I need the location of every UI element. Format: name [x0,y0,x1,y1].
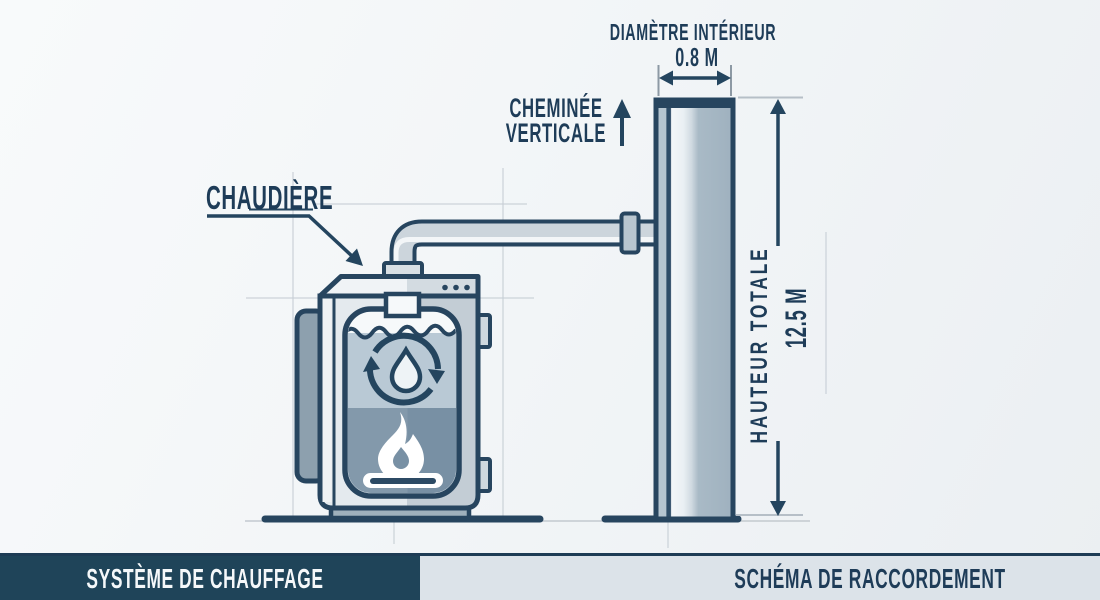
diameter-arrow-icon [659,70,673,86]
recycle-arrowhead [363,356,380,372]
diameter-arrow-icon [717,70,731,86]
height-dimension [736,96,803,516]
height-caption: HAUTEUR TOTALE [746,246,773,444]
chimney-label-line1: CHEMINÉE [509,93,603,123]
footer-right-title: SCHÉMA DE RACCORDEMENT [734,563,1006,594]
boiler-vent-dots [442,284,470,291]
grid-line [393,522,395,544]
footer-divider [0,553,1100,556]
water-wave [348,323,456,340]
recycle-arrowhead [428,369,445,384]
footer-right-bar [420,556,1100,600]
boiler-illustration [294,274,492,521]
grid-line [438,297,534,299]
grid-line [667,522,669,548]
diameter-value: 0.8 M [675,42,719,72]
grid-line [315,203,527,205]
pipe-flange [619,211,641,255]
grid-line [502,168,504,520]
chimney-label: CHEMINÉE VERTICALE [505,93,607,148]
window-neck [383,291,422,319]
boiler-label: CHAUDIÈRE [206,179,334,216]
flame-icon [378,412,424,481]
up-arrow-icon [613,99,631,146]
boiler-top-face [317,274,481,299]
diameter-dimension [657,65,732,96]
water-droplet-icon [389,345,423,394]
grid-line [292,172,294,520]
chimney-label-line2: VERTICALE [505,118,607,148]
height-value: 12.5 M [780,287,813,349]
grid-line [246,297,320,299]
footer-left-title: SYSTÈME DE CHAUFFAGE [86,563,324,594]
leader-arrow-icon [207,208,363,266]
chimney-illustration [653,97,736,522]
diameter-caption: DIAMÈTRE INTÉRIEUR [609,19,777,45]
height-arrow-icon [770,99,786,114]
flue-pipe [382,211,660,281]
flame-inner-notch [393,447,409,469]
footer-left-bar [0,556,420,600]
height-arrow-icon [770,501,786,516]
grid-line [825,232,827,394]
recycle-arrows-icon [366,332,441,406]
